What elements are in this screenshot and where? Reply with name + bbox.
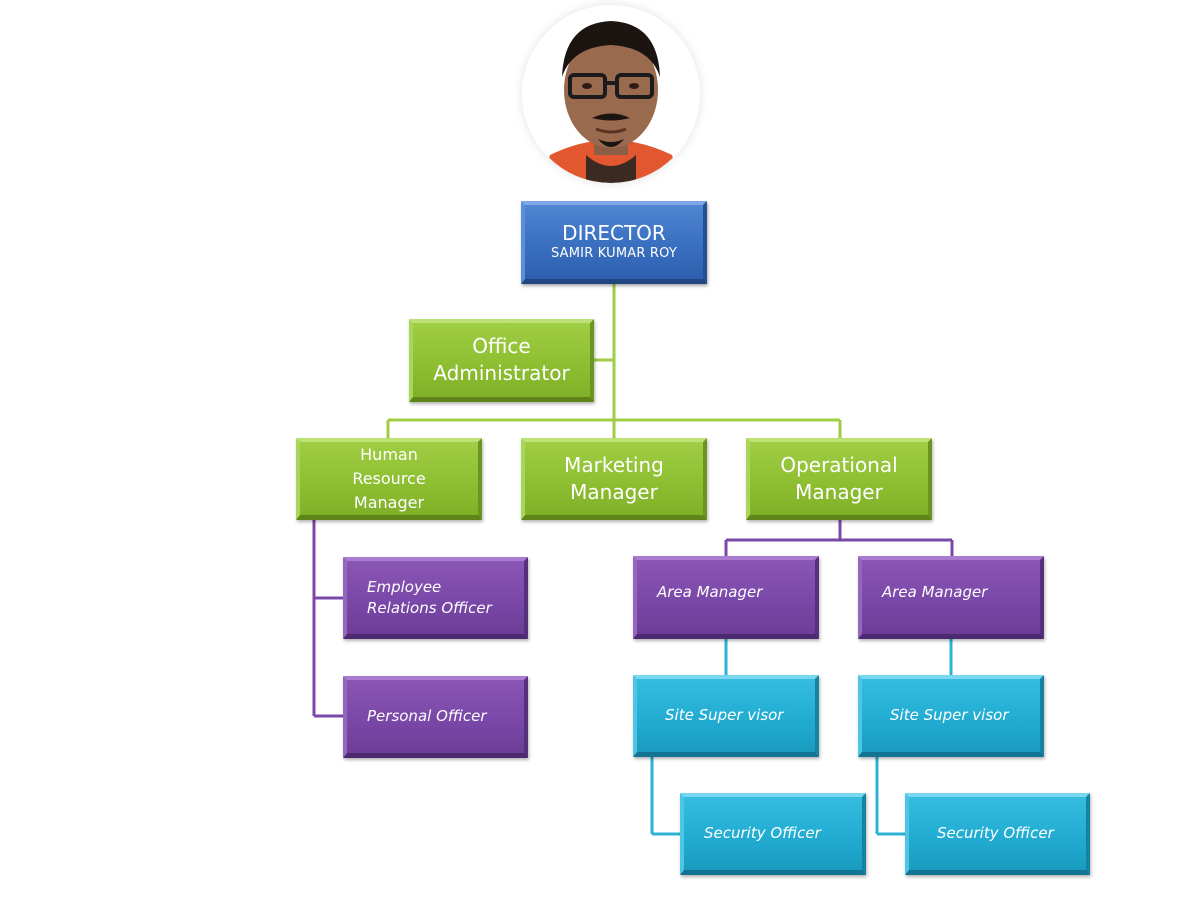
- director-portrait-icon: [522, 5, 700, 183]
- operational-manager-box: Operational Manager: [746, 438, 932, 520]
- director-title: DIRECTOR: [562, 221, 666, 245]
- hr-manager-line1: Human: [360, 444, 418, 464]
- marketing-manager-line2: Manager: [570, 479, 658, 504]
- hr-manager-line2: Resource: [352, 468, 426, 488]
- employee-relations-line1: Employee: [367, 577, 442, 596]
- security-officer-1-label: Security Officer: [704, 824, 821, 842]
- site-supervisor-box-2: Site Super visor: [858, 675, 1044, 757]
- area-manager-box-2: Area Manager: [858, 556, 1044, 639]
- site-supervisor-2-label: Site Super visor: [890, 706, 1009, 724]
- security-officer-2-label: Security Officer: [937, 824, 1054, 842]
- director-photo: [522, 5, 700, 183]
- office-administrator-line2: Administrator: [433, 361, 570, 385]
- marketing-manager-box: Marketing Manager: [521, 438, 707, 520]
- personal-officer-label: Personal Officer: [367, 707, 487, 725]
- cyan-connectors: [650, 638, 953, 836]
- employee-relations-line2: Relations Officer: [367, 598, 492, 617]
- hr-manager-line3: Manager: [353, 492, 425, 512]
- purple-connectors: [312, 519, 954, 718]
- director-box: DIRECTOR SAMIR KUMAR ROY: [521, 201, 707, 284]
- office-administrator-box: Office Administrator: [409, 319, 594, 402]
- personal-officer-box: Personal Officer: [343, 676, 528, 758]
- employee-relations-officer-box: Employee Relations Officer: [343, 557, 528, 639]
- marketing-manager-line1: Marketing: [564, 452, 664, 477]
- hr-manager-box: Human Resource Manager: [296, 438, 482, 520]
- director-name: SAMIR KUMAR ROY: [550, 246, 678, 261]
- security-officer-box-1: Security Officer: [680, 793, 866, 875]
- area-manager-1-label: Area Manager: [657, 583, 763, 601]
- operational-manager-line1: Operational: [780, 452, 898, 477]
- area-manager-2-label: Area Manager: [882, 583, 988, 601]
- green-connectors: [386, 283, 842, 438]
- site-supervisor-box-1: Site Super visor: [633, 675, 819, 757]
- operational-manager-line2: Manager: [795, 479, 883, 504]
- area-manager-box-1: Area Manager: [633, 556, 819, 639]
- security-officer-box-2: Security Officer: [905, 793, 1090, 875]
- site-supervisor-1-label: Site Super visor: [665, 706, 784, 724]
- office-administrator-line1: Office: [472, 334, 531, 358]
